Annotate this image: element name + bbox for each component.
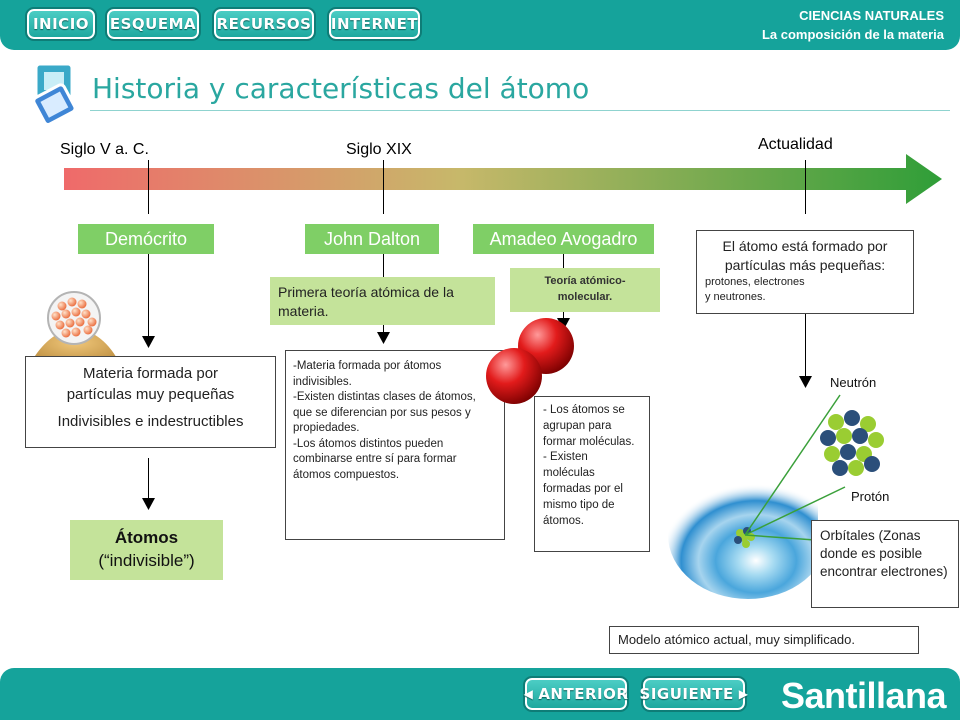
dalton-label: John Dalton <box>305 224 439 254</box>
brand-logo: Santillana <box>780 675 947 716</box>
orbitals-box: Orbítales (Zonas donde es posible encont… <box>811 520 959 608</box>
atoms-result-sub: (“indivisible”) <box>98 551 195 570</box>
arrow-head-icon <box>377 332 390 344</box>
nav-recursos-button[interactable]: RECURSOS <box>212 7 316 41</box>
arrow-democrito-1 <box>148 254 149 344</box>
era-label-today: Actualidad <box>758 136 833 153</box>
neutron-label: Neutrón <box>830 375 877 390</box>
avogadro-point-2: - Existen moléculas formadas por el mism… <box>543 451 623 527</box>
chevron-right-icon: ▶ <box>738 687 749 701</box>
next-label: SIGUIENTE <box>639 685 734 703</box>
proton-label: Protón <box>851 489 890 504</box>
avogadro-points-box: - Los átomos se agrupan para formar molé… <box>534 396 650 552</box>
democrito-desc-line-1: Materia formada por <box>82 365 219 382</box>
intro-line-4: y neutrones. <box>705 291 766 303</box>
dalton-theory-box: Primera teoría atómica de la materia. <box>270 277 495 325</box>
arrow-democrito-2 <box>148 458 149 504</box>
democrito-label: Demócrito <box>78 224 214 254</box>
dalton-point-3: -Los átomos distintos pueden combinarse … <box>293 437 457 481</box>
chevron-left-icon: ◀ <box>523 687 534 701</box>
avogadro-label: Amadeo Avogadro <box>473 224 654 254</box>
nav-esquema-button[interactable]: ESQUEMA <box>105 7 201 41</box>
caption-box: Modelo atómico actual, muy simplificado. <box>609 626 919 654</box>
prev-button[interactable]: ◀ ANTERIOR <box>523 676 629 712</box>
dalton-point-2: -Existen distintas clases de átomos, que… <box>293 391 476 434</box>
timeline-arrow <box>64 154 942 204</box>
nav-inicio-button[interactable]: INICIO <box>25 7 97 41</box>
pointer-lines <box>744 394 846 541</box>
arrow-head-icon <box>557 318 570 330</box>
avogadro-point-1: - Los átomos se agrupan para formar molé… <box>543 404 635 448</box>
avogadro-theory-box: Teoría atómico-molecular. <box>510 268 660 312</box>
era-label-ancient: Siglo V a. C. <box>60 141 149 158</box>
connector-dalton-2 <box>383 254 384 278</box>
atoms-result-title: Átomos <box>114 528 179 547</box>
title-divider <box>90 110 950 111</box>
era-label-xix: Siglo XIX <box>346 141 412 158</box>
arrow-today <box>805 314 806 382</box>
democrito-desc-line-3: Indivisibles e indestructibles <box>57 413 244 430</box>
democrito-description: Materia formada por partículas muy peque… <box>25 356 276 448</box>
arrow-head-icon <box>142 336 155 348</box>
page-title: Historia y características del átomo <box>92 72 590 105</box>
bottom-bar <box>0 668 960 720</box>
intro-line-2: partículas más pequeñas: <box>724 257 886 273</box>
particle-sphere-icon <box>30 291 120 364</box>
nav-internet-button[interactable]: INTERNET <box>327 7 422 41</box>
unit-name: La composición de la materia <box>761 27 944 42</box>
dalton-point-1: -Materia formada por átomos indivisibles… <box>293 360 442 388</box>
connector-dalton <box>383 160 384 214</box>
arrow-head-icon <box>799 376 812 388</box>
subject-header: CIENCIAS NATURALES La composición de la … <box>762 6 944 44</box>
atoms-result-box: Átomos (“indivisible”) <box>70 520 223 580</box>
connector-today <box>805 160 806 214</box>
nucleus-icon <box>820 410 884 476</box>
intro-line-1: El átomo está formado por <box>722 238 888 254</box>
connector-avogadro <box>563 254 564 268</box>
intro-line-3: protones, electrones <box>705 276 805 288</box>
democrito-desc-line-2: partículas muy pequeñas <box>66 386 235 403</box>
connector-democrito <box>148 160 149 214</box>
subject-name: CIENCIAS NATURALES <box>799 8 944 23</box>
molecule-icon <box>486 318 574 404</box>
current-model-intro-box: El átomo está formado por partículas más… <box>696 230 914 314</box>
prev-label: ANTERIOR <box>538 685 629 703</box>
arrow-head-icon <box>142 498 155 510</box>
dalton-points-box: -Materia formada por átomos indivisibles… <box>285 350 505 540</box>
slide-icon <box>32 62 77 124</box>
next-button[interactable]: SIGUIENTE ▶ <box>639 676 749 712</box>
